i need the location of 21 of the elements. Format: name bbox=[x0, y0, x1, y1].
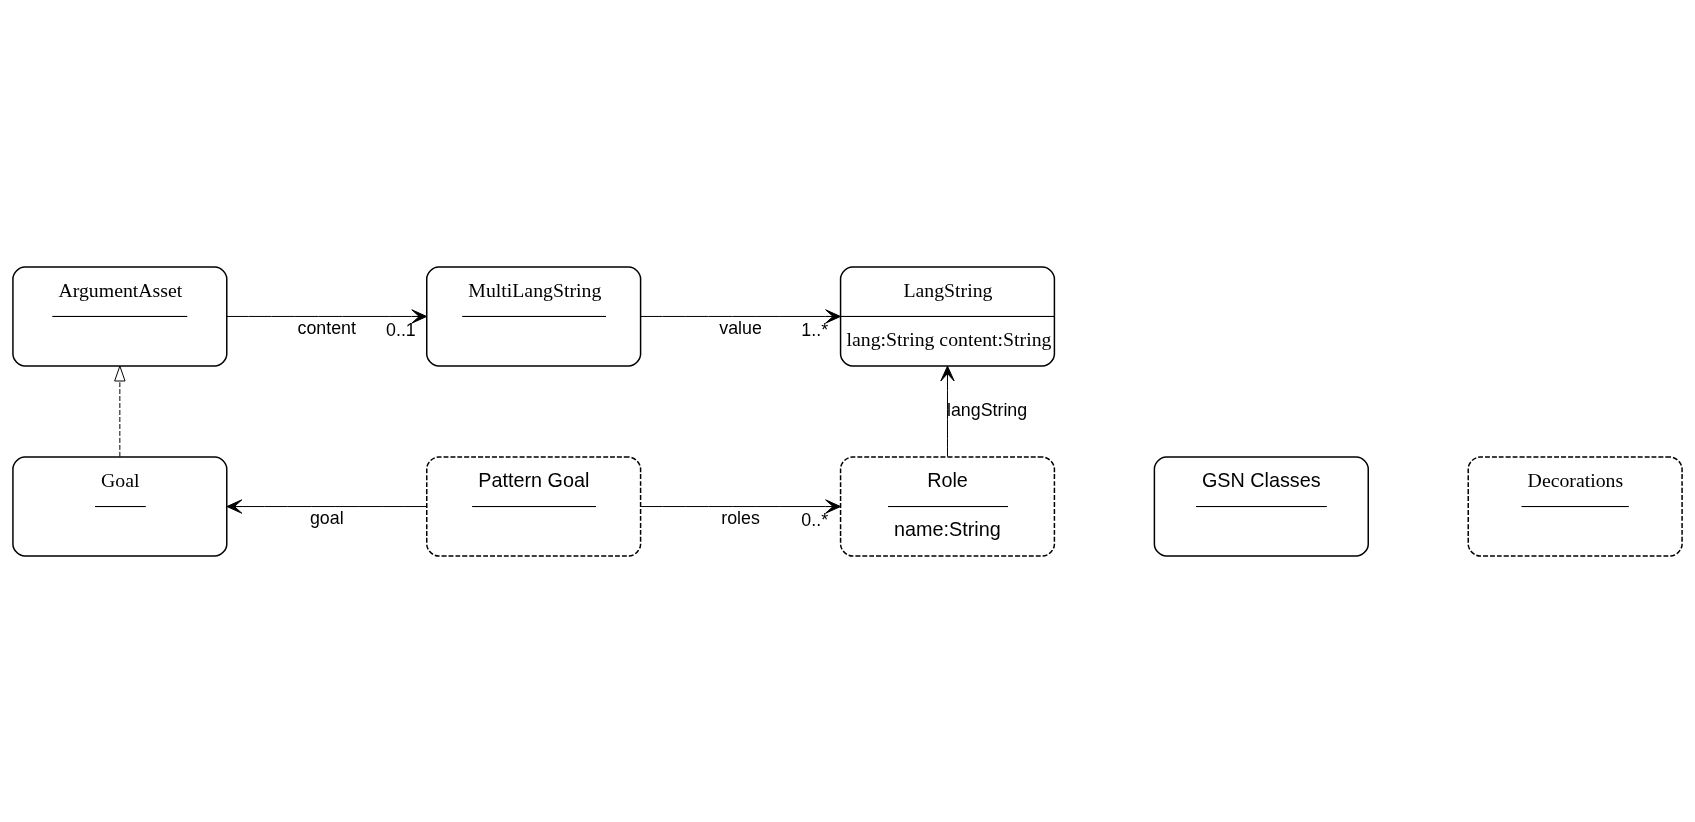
node-box: GSN Classes bbox=[1153, 455, 1369, 557]
label: 0..* bbox=[801, 509, 829, 530]
edge-label: roles bbox=[721, 507, 760, 528]
edge-label: langString bbox=[946, 399, 1028, 420]
edge-label: value bbox=[719, 317, 762, 338]
node-box: Goal bbox=[12, 455, 228, 557]
arrow bbox=[640, 498, 841, 514]
node-box: Pattern Goal bbox=[426, 455, 642, 557]
label: 1..* bbox=[801, 319, 829, 340]
arrow bbox=[640, 308, 841, 324]
node-box: Decorations bbox=[1467, 455, 1683, 557]
edge-label: goal bbox=[309, 507, 344, 528]
arrow bbox=[940, 365, 955, 457]
node-box: MultiLangString bbox=[426, 265, 642, 367]
arrow bbox=[226, 308, 428, 324]
label: 0..1 bbox=[386, 319, 416, 340]
node-box: ArgumentAsset bbox=[12, 265, 228, 367]
node-box: Role name:String bbox=[839, 455, 1056, 557]
arrow bbox=[226, 498, 428, 514]
arrow bbox=[114, 365, 126, 457]
edge-label: content bbox=[297, 317, 356, 338]
